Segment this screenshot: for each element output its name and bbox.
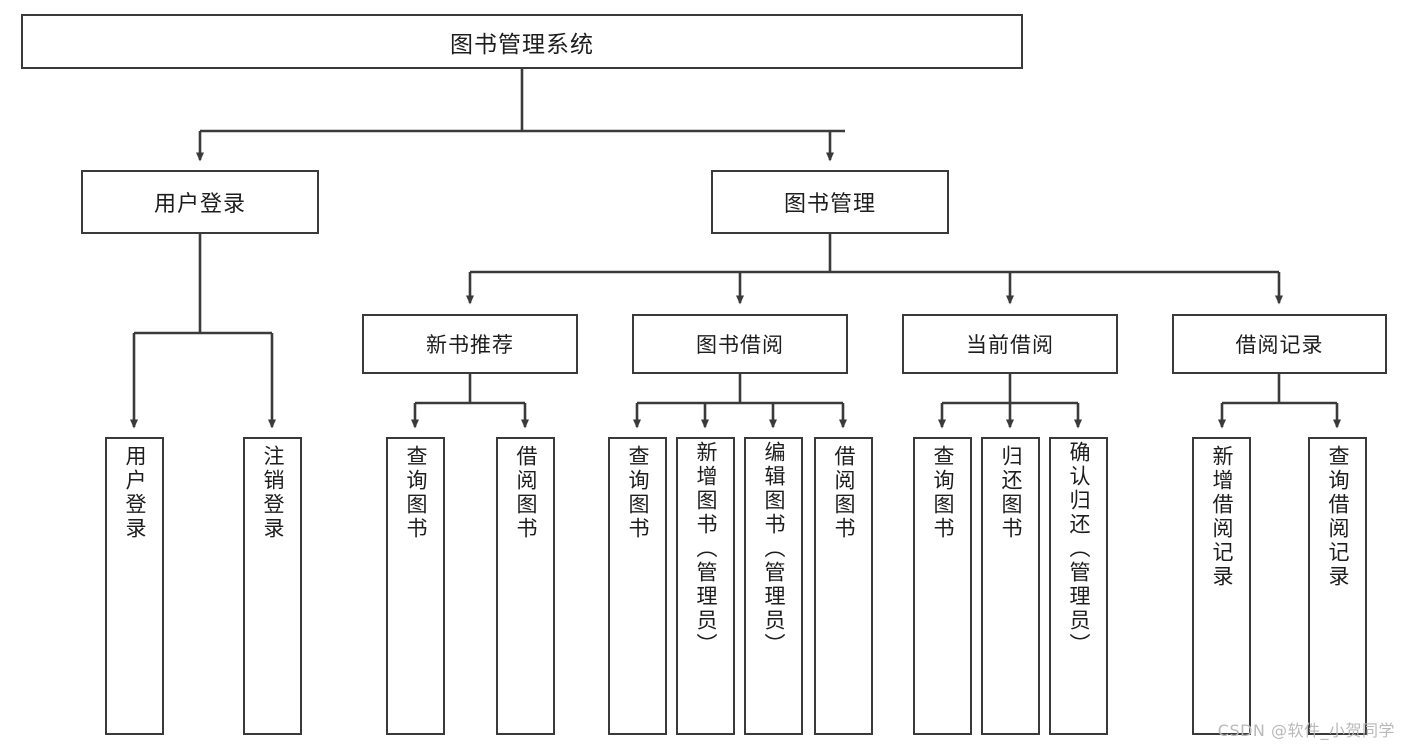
node-borrow-record[interactable]: 借阅记录 (1172, 314, 1387, 374)
leaf-borrow-edit-book-label: 编辑图书（管理员） (762, 441, 786, 657)
leaf-borrow-add-book[interactable]: 新增图书（管理员） (676, 437, 735, 735)
leaf-new-book-borrow[interactable]: 借阅图书 (496, 437, 555, 735)
leaf-current-query-book[interactable]: 查询图书 (913, 437, 972, 735)
leaf-record-add[interactable]: 新增借阅记录 (1192, 437, 1251, 735)
node-book-borrow[interactable]: 图书借阅 (632, 314, 848, 374)
leaf-current-confirm-return-label: 确认归还（管理员） (1067, 441, 1091, 657)
node-root-system[interactable]: 图书管理系统 (21, 14, 1023, 69)
leaf-borrow-query-book-label: 查询图书 (626, 445, 650, 541)
leaf-new-book-query-label: 查询图书 (404, 445, 428, 541)
node-current-borrow-label: 当前借阅 (966, 333, 1054, 357)
leaf-current-query-book-label: 查询图书 (931, 445, 955, 541)
csdn-watermark: CSDN @软件_小贺同学 (1217, 721, 1395, 740)
node-book-management[interactable]: 图书管理 (711, 170, 949, 234)
node-user-login[interactable]: 用户登录 (81, 170, 319, 234)
node-borrow-record-label: 借阅记录 (1235, 333, 1324, 357)
node-root-label: 图书管理系统 (450, 31, 594, 58)
node-new-book-recommend-label: 新书推荐 (426, 333, 514, 357)
leaf-user-login-signin-label: 用户登录 (123, 445, 147, 541)
leaf-borrow-query-book[interactable]: 查询图书 (608, 437, 667, 735)
leaf-new-book-borrow-label: 借阅图书 (514, 445, 538, 541)
node-book-borrow-label: 图书借阅 (696, 333, 784, 357)
node-book-management-label: 图书管理 (783, 192, 876, 217)
leaf-current-confirm-return[interactable]: 确认归还（管理员） (1049, 437, 1108, 735)
leaf-new-book-query[interactable]: 查询图书 (386, 437, 445, 735)
leaf-record-add-label: 新增借阅记录 (1210, 445, 1234, 589)
leaf-borrow-edit-book[interactable]: 编辑图书（管理员） (744, 437, 803, 735)
leaf-user-login-signout[interactable]: 注销登录 (243, 437, 302, 735)
leaf-record-query-label: 查询借阅记录 (1326, 445, 1350, 589)
node-user-login-label: 用户登录 (153, 192, 246, 217)
leaf-borrow-borrow-book[interactable]: 借阅图书 (814, 437, 873, 735)
leaf-record-query[interactable]: 查询借阅记录 (1308, 437, 1367, 735)
leaf-borrow-add-book-label: 新增图书（管理员） (694, 441, 718, 657)
node-current-borrow[interactable]: 当前借阅 (902, 314, 1118, 374)
leaf-user-login-signin[interactable]: 用户登录 (105, 437, 164, 735)
leaf-borrow-borrow-book-label: 借阅图书 (832, 445, 856, 541)
node-new-book-recommend[interactable]: 新书推荐 (362, 314, 578, 374)
leaf-current-return-book[interactable]: 归还图书 (981, 437, 1040, 735)
leaf-current-return-book-label: 归还图书 (999, 445, 1023, 541)
leaf-user-login-signout-label: 注销登录 (261, 445, 285, 541)
